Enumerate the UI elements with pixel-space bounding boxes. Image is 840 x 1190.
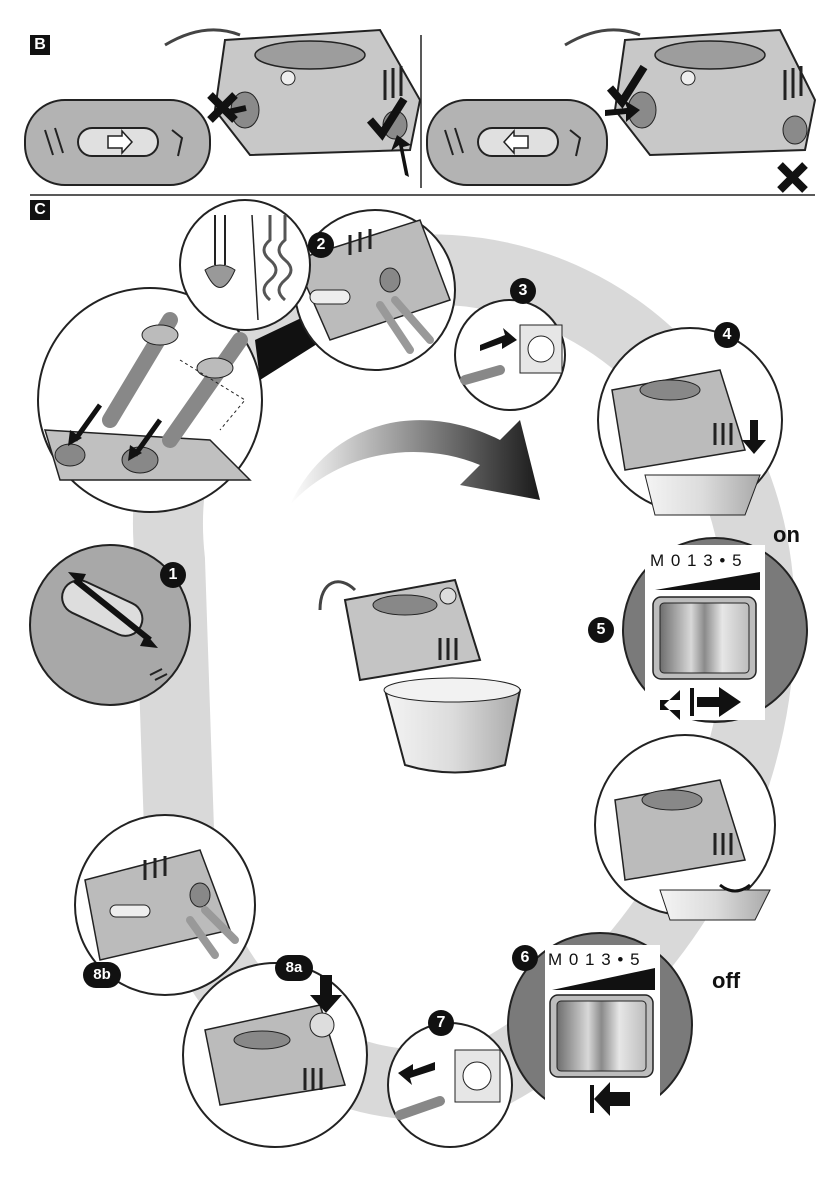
- step-4-badge: 4: [714, 322, 740, 348]
- section-c-label: C: [30, 200, 50, 220]
- step-1-badge: 1: [160, 562, 186, 588]
- step-8a-closeup: [183, 963, 367, 1147]
- rotation-arrow-icon: [290, 420, 540, 505]
- step-6-badge: 6: [512, 945, 538, 971]
- step-2-badge: 2: [308, 232, 334, 258]
- step-7-closeup: [388, 1023, 512, 1147]
- cross-icon: [780, 165, 805, 190]
- step-8a-badge: 8a: [275, 955, 313, 981]
- step-3-closeup: [455, 300, 565, 410]
- accessories-inset: [180, 200, 310, 330]
- step-7-badge: 7: [428, 1010, 454, 1036]
- step-3-badge: 3: [510, 278, 536, 304]
- state-on-label: on: [773, 522, 800, 548]
- speed-scale-on: M 0 1 3 • 5: [650, 551, 743, 571]
- center-mixer-with-bowl: [320, 580, 520, 773]
- speed-scale-off: M 0 1 3 • 5: [548, 950, 641, 970]
- step-6-release-closeup: [595, 735, 775, 920]
- step-4-closeup: [598, 328, 782, 515]
- b-left-switch-closeup: [25, 100, 210, 185]
- b-right-switch-closeup: [427, 100, 607, 185]
- state-off-label: off: [712, 968, 740, 994]
- step-8b-badge: 8b: [83, 962, 121, 988]
- section-c: [30, 200, 807, 1147]
- section-b: [25, 30, 815, 190]
- b-right-mixer: [565, 30, 815, 190]
- step-5-badge: 5: [588, 617, 614, 643]
- section-b-label: B: [30, 35, 50, 55]
